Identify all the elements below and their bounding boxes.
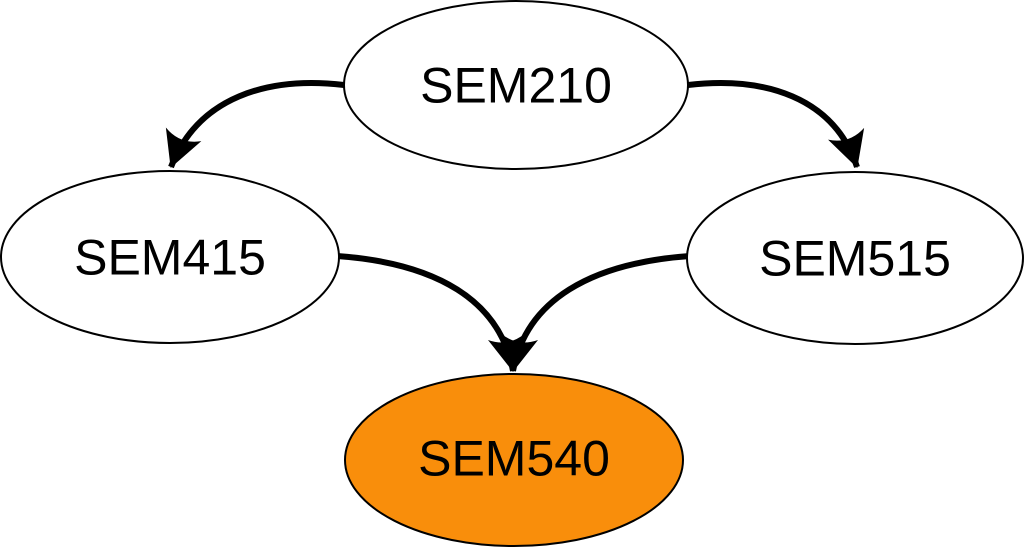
node-sem540: SEM540: [344, 373, 684, 547]
edge-sem415-to-sem540: [336, 253, 526, 372]
node-sem540-ellipse: [344, 373, 684, 547]
node-sem515-label: SEM515: [759, 231, 951, 287]
node-sem415-ellipse: [0, 170, 340, 344]
node-sem210: SEM210: [343, 0, 689, 170]
node-sem515: SEM515: [686, 171, 1024, 345]
node-sem415: SEM415: [0, 170, 340, 344]
edge-sem210-to-sem515: [687, 80, 865, 168]
edge-layer: [165, 80, 865, 372]
edge-sem515-to-sem540: [500, 253, 691, 372]
node-sem210-ellipse: [343, 0, 689, 170]
node-sem540-label: SEM540: [418, 431, 610, 487]
node-sem515-ellipse: [686, 171, 1024, 345]
edge-sem210-to-sem415: [165, 80, 345, 169]
node-sem415-label: SEM415: [74, 230, 266, 286]
node-sem210-label: SEM210: [420, 58, 612, 114]
